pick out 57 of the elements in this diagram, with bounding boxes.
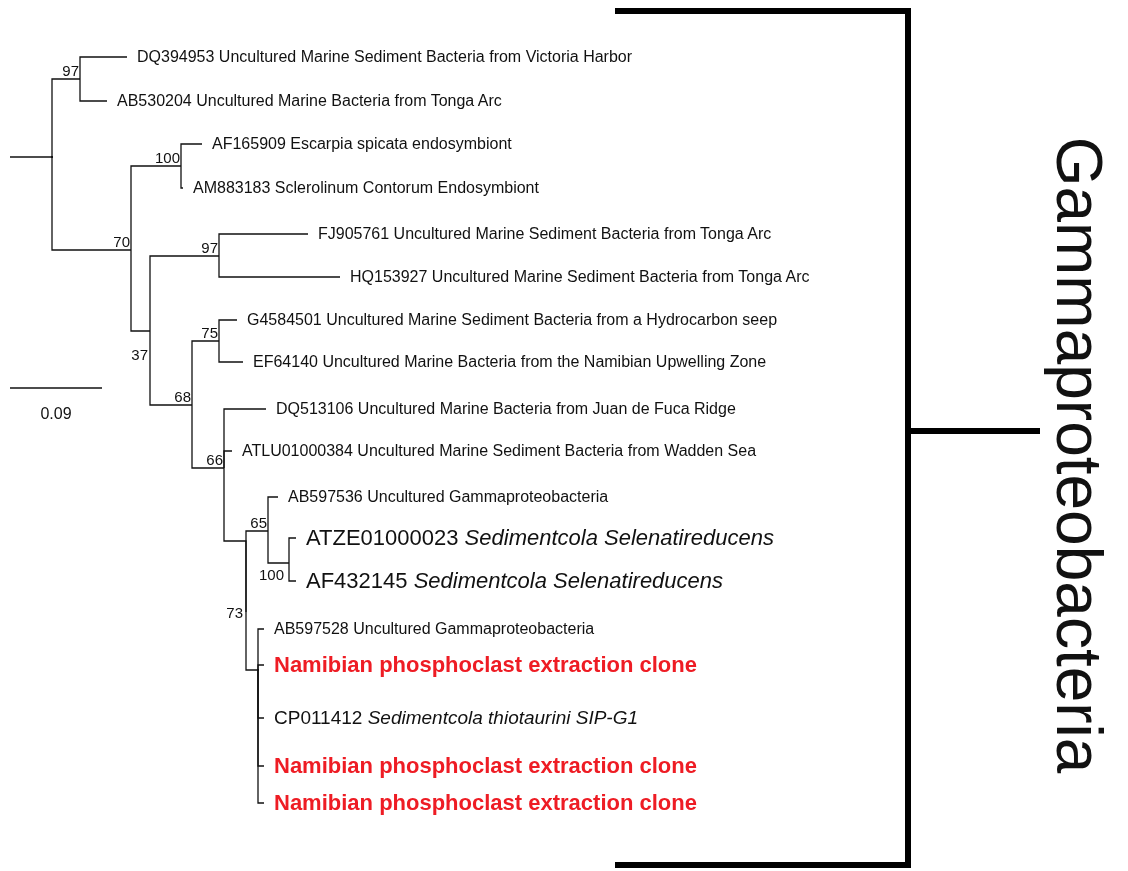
bootstrap-value: 66: [206, 452, 223, 467]
tree-branch: [51, 156, 132, 251]
taxon-label: AF165909 Escarpia spicata endosymbiont: [202, 134, 512, 154]
tree-branch: [245, 530, 269, 613]
tree-branch: [191, 340, 220, 406]
taxon-label: Namibian phosphoclast extraction clone: [264, 652, 697, 678]
tree-branch: [191, 404, 225, 469]
taxon-label: CP011412 Sedimentcola thiotaurini SIP-G1: [264, 707, 639, 729]
tree-branch: [51, 78, 81, 158]
bootstrap-value: 100: [154, 150, 180, 165]
tree-branch: [130, 165, 182, 251]
tree-branch: [218, 340, 244, 363]
taxon-label: ATZE01000023 Sedimentcola Selenatireducens: [296, 525, 774, 551]
tree-branch: [149, 255, 220, 332]
tree-branch: [218, 233, 309, 257]
taxon-label: AB597536 Uncultured Gammaproteobacteria: [278, 487, 609, 507]
bootstrap-value: 100: [258, 567, 284, 582]
taxon-label: Namibian phosphoclast extraction clone: [264, 790, 697, 816]
tree-branch: [288, 537, 297, 564]
bootstrap-value: 73: [226, 604, 243, 620]
tree-branch: [79, 78, 108, 102]
bootstrap-value: 97: [201, 240, 218, 255]
taxon-label: HQ153927 Uncultured Marine Sediment Bacteria from Tonga Arc: [340, 267, 810, 287]
bootstrap-value: 37: [131, 347, 148, 362]
taxon-label: AB597528 Uncultured Gammaproteobacteria: [264, 619, 595, 639]
taxon-label: EF64140 Uncultured Marine Bacteria from the Namibian Upwelling Zone: [243, 352, 767, 372]
tree-branch: [180, 143, 203, 167]
taxon-label: G4584501 Uncultured Marine Sediment Bacteria from a Hydrocarbon seep: [237, 310, 778, 330]
taxon-label: AB530204 Uncultured Marine Bacteria from Tonga Arc: [107, 91, 502, 111]
tree-branch: [130, 249, 151, 332]
clade-name: Gammaproteobacteria: [1041, 136, 1115, 774]
tree-branch: [267, 530, 290, 564]
tree-branch: [79, 56, 128, 80]
taxon-label: DQ394953 Uncultured Marine Sediment Bacteria from Victoria Harbor: [127, 47, 633, 67]
bootstrap-value: 70: [113, 234, 130, 249]
tree-branch: [180, 165, 184, 189]
tree-branch: [9, 156, 52, 158]
taxon-label: AF432145 Sedimentcola Selenatireducens: [296, 568, 724, 594]
taxon-label: AM883183 Sclerolinum Contorum Endosymbiont: [183, 178, 539, 198]
tree-branch: [218, 255, 341, 278]
tree-branch: [257, 669, 265, 804]
scale-value: 0.09: [40, 405, 72, 424]
bootstrap-value: 97: [62, 63, 79, 78]
taxon-label: DQ513106 Uncultured Marine Bacteria from Juan de Fuca Ridge: [266, 399, 736, 419]
bootstrap-value: 65: [250, 515, 267, 530]
tree-branch: [257, 664, 265, 671]
bootstrap-value: 68: [174, 389, 191, 404]
taxon-label: FJ905761 Uncultured Marine Sediment Bacteria from Tonga Arc: [308, 224, 772, 244]
tree-branch: [288, 562, 297, 582]
tree-branch: [267, 496, 279, 532]
tree-branch: [218, 319, 238, 342]
taxon-label: Namibian phosphoclast extraction clone: [264, 753, 697, 779]
tree-branch: [149, 330, 193, 406]
bootstrap-value: 75: [201, 325, 218, 340]
tree-branch: [245, 611, 259, 671]
tree-branch: [223, 450, 233, 469]
taxon-label: ATLU01000384 Uncultured Marine Sediment Bacteria from Wadden Sea: [232, 441, 757, 461]
